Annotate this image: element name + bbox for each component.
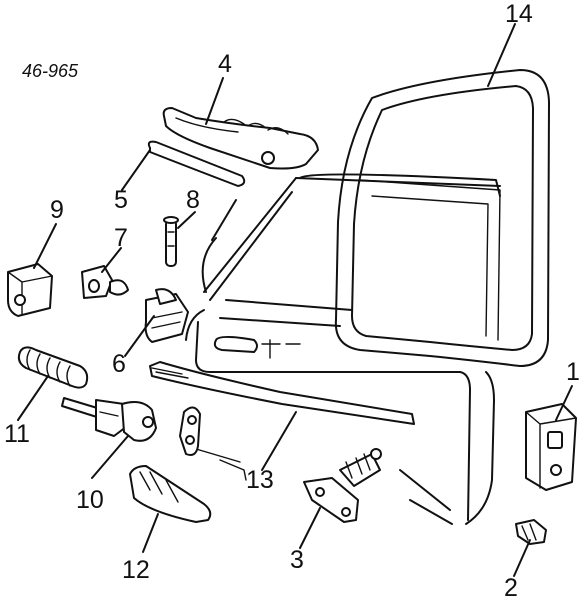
rubber-boot [17,346,89,389]
latch-assembly [179,406,201,456]
callout-5: 5 [114,186,128,214]
door-check-strap [144,288,189,343]
callout-6: 6 [112,350,126,378]
lock-cylinder [303,448,382,523]
callout-10: 10 [76,486,104,514]
leader-lines [17,23,573,577]
upper-trim-moulding [162,107,319,170]
door-bracket [7,263,53,317]
door-latch-striker [525,403,577,491]
callout-9: 9 [50,196,64,224]
hinge-pin [163,216,179,267]
door-frame [185,173,501,525]
callout-3: 3 [290,546,304,574]
callout-13: 13 [246,466,274,494]
callout-4: 4 [218,50,232,78]
callout-2: 2 [504,574,518,602]
weatherstrip-seal [334,69,550,367]
callout-12: 12 [122,556,150,584]
callout-11: 11 [4,420,30,448]
callout-8: 8 [186,186,200,214]
callout-14: 14 [505,0,533,28]
handle-cover [129,465,212,523]
seal-strip [147,140,246,187]
door-clip [81,265,129,299]
callout-1: 1 [566,358,580,386]
reference-code: 46-965 [22,61,79,81]
door-rod [149,361,415,425]
striker-bolt [515,519,547,545]
door-handle-linkage [61,397,157,442]
callout-7: 7 [114,224,128,252]
